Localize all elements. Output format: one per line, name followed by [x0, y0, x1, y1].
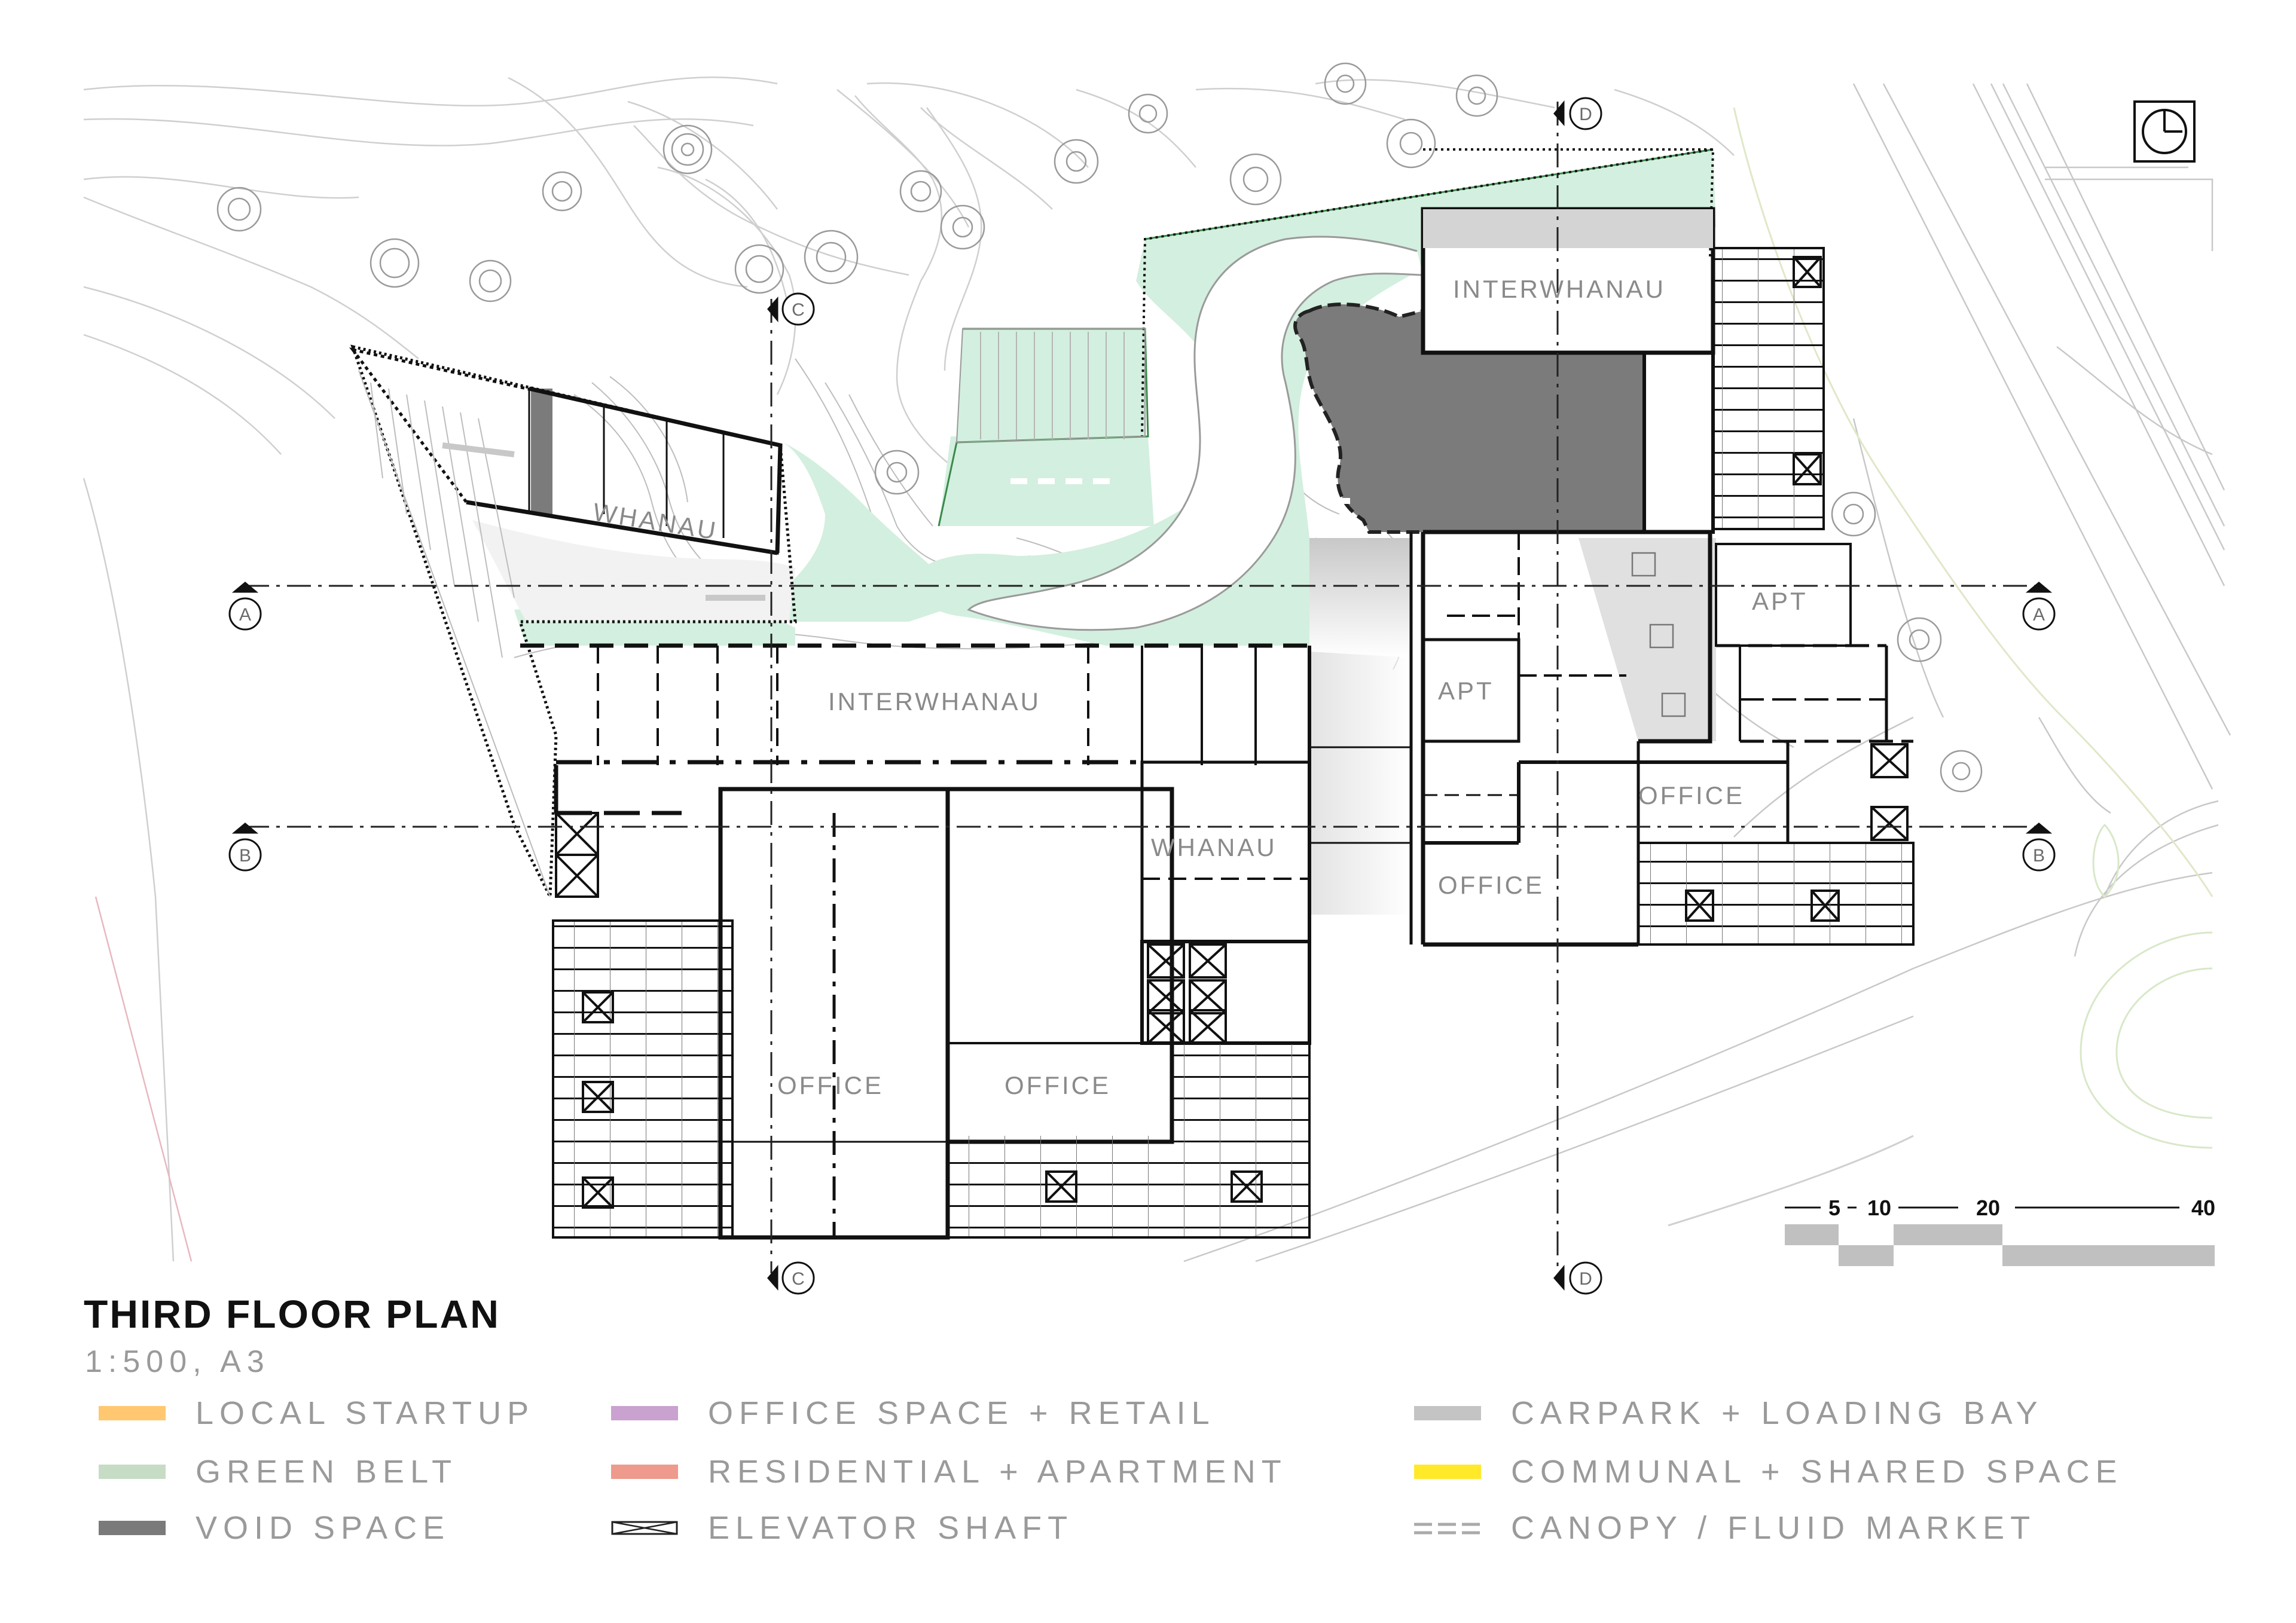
legend-label: VOID SPACE: [196, 1510, 451, 1546]
north-arrow-icon: [2133, 100, 2196, 163]
walkway-gradient: [1309, 538, 1411, 658]
room-label-apt-right: APT: [1752, 587, 1808, 615]
room-label-whanau-mid: WHANAU: [1151, 833, 1277, 861]
section-tag-b-left: B: [239, 846, 251, 866]
roundabout: [2080, 931, 2213, 1149]
room-label-office-right-bottom: OFFICE: [1438, 871, 1544, 899]
legend-swatch-void-space: [99, 1521, 166, 1535]
path-dashes: [1010, 329, 1357, 504]
canopy-left: [553, 921, 732, 1237]
room-label-whanau-left: WHANAU: [591, 497, 720, 545]
legend-item-office-retail: OFFICE SPACE + RETAIL: [611, 1395, 1216, 1431]
legend-item-green-belt: GREEN BELT: [99, 1454, 457, 1490]
legend-label: LOCAL STARTUP: [196, 1395, 535, 1431]
legend-item-carpark: CARPARK + LOADING BAY: [1414, 1395, 2044, 1431]
legend-label: OFFICE SPACE + RETAIL: [708, 1395, 1216, 1431]
green-belt-left: [765, 442, 947, 622]
legend-label: CANOPY / FLUID MARKET: [1511, 1510, 2037, 1546]
canopy-top-right: [1713, 248, 1824, 529]
ramp-squares: [1631, 552, 1686, 717]
void-space-slim: [531, 389, 552, 514]
section-marker-glyphs: [228, 97, 2056, 1295]
room-label-interwhanau-top: INTERWHANAU: [1453, 275, 1666, 303]
winding-path: [967, 236, 1424, 631]
legend-swatch-office-retail: [611, 1406, 678, 1420]
legend-label: RESIDENTIAL + APARTMENT: [708, 1454, 1287, 1490]
ramp-gradient: [1578, 538, 1716, 741]
section-tag-c-bottom: C: [792, 1269, 805, 1289]
room-label-office-center: OFFICE: [1004, 1071, 1111, 1099]
legend-item-residential: RESIDENTIAL + APARTMENT: [611, 1454, 1287, 1490]
terrace-stairs: [955, 328, 1146, 444]
scale-mark-40: 40: [2191, 1196, 2215, 1220]
section-tags: A A B B C C D D: [239, 105, 2045, 1289]
section-lines: [245, 102, 2039, 1273]
trees: [216, 62, 1983, 793]
legend-swatch-local-startup: [99, 1406, 166, 1420]
legend-label: CARPARK + LOADING BAY: [1511, 1395, 2044, 1431]
legend-label: GREEN BELT: [196, 1454, 458, 1490]
terrace-dotted-edge: [1141, 148, 1715, 437]
legend-item-canopy: CANOPY / FLUID MARKET: [1414, 1510, 2036, 1546]
void-space-large: [1293, 302, 1646, 534]
drawing-title: THIRD FLOOR PLAN: [84, 1292, 500, 1336]
entry-arrows: [442, 442, 765, 601]
legend-swatch-green-belt: [99, 1465, 166, 1479]
teardrop-island: [2092, 823, 2120, 898]
terrace-stair-lines: [980, 332, 1125, 439]
legend-item-void-space: VOID SPACE: [99, 1510, 450, 1546]
canopy-right: [1638, 843, 1913, 945]
section-tag-d-bottom: D: [1579, 1269, 1592, 1289]
section-tag-a-right: A: [2033, 605, 2045, 625]
room-label-apt-center: APT: [1438, 677, 1494, 705]
elevator-shafts: [555, 256, 1909, 1209]
road-lines: [1183, 83, 2231, 1263]
room-label-office-right-top: OFFICE: [1638, 781, 1745, 809]
section-tag-b-right: B: [2033, 846, 2045, 866]
section-tag-c-top: C: [792, 300, 805, 320]
interwhanau-top-roof: [1423, 209, 1713, 248]
scale-bar: 5 10 20 40: [1785, 1196, 2215, 1266]
scale-mark-5: 5: [1828, 1196, 1840, 1220]
legend-swatch-residential: [611, 1465, 678, 1479]
scale-mark-20: 20: [1976, 1196, 2000, 1220]
room-label-interwhanau-mid: INTERWHANAU: [828, 687, 1041, 716]
legend-item-local-startup: LOCAL STARTUP: [99, 1395, 535, 1431]
terrace-gradient: [472, 520, 795, 622]
legend-label: ELEVATOR SHAFT: [708, 1510, 1074, 1546]
whanau-left-perimeter: [350, 344, 797, 898]
legend-label: COMMUNAL + SHARED SPACE: [1511, 1454, 2123, 1490]
walkway-gradient-2: [1309, 652, 1411, 915]
whanau-left-hatch: [358, 370, 551, 897]
left-ramp-lines: [370, 382, 515, 658]
room-label-office-left: OFFICE: [777, 1071, 884, 1099]
legend-swatch-carpark: [1414, 1406, 1481, 1420]
elevator-shaft-swatch-icon: [611, 1521, 678, 1535]
legend-item-elevator-shaft: ELEVATOR SHAFT: [611, 1510, 1073, 1546]
site-context: [83, 77, 1735, 1262]
legend-item-communal: COMMUNAL + SHARED SPACE: [1414, 1454, 2123, 1490]
building-walls: [349, 207, 1913, 1240]
section-tag-d-top: D: [1579, 105, 1592, 124]
canopy-swatch-icon: [1414, 1523, 1481, 1535]
legend-swatch-communal: [1414, 1465, 1481, 1479]
green-belt-terrace: [957, 329, 1145, 442]
drawing-scale-note: 1:500, A3: [85, 1344, 270, 1379]
roundabout-inner: [2115, 967, 2213, 1119]
scale-mark-10: 10: [1867, 1196, 1891, 1220]
kerb-curve: [1668, 1135, 1914, 1227]
section-tag-a-left: A: [239, 605, 251, 625]
canopy-bottom-right: [1172, 1043, 1309, 1237]
